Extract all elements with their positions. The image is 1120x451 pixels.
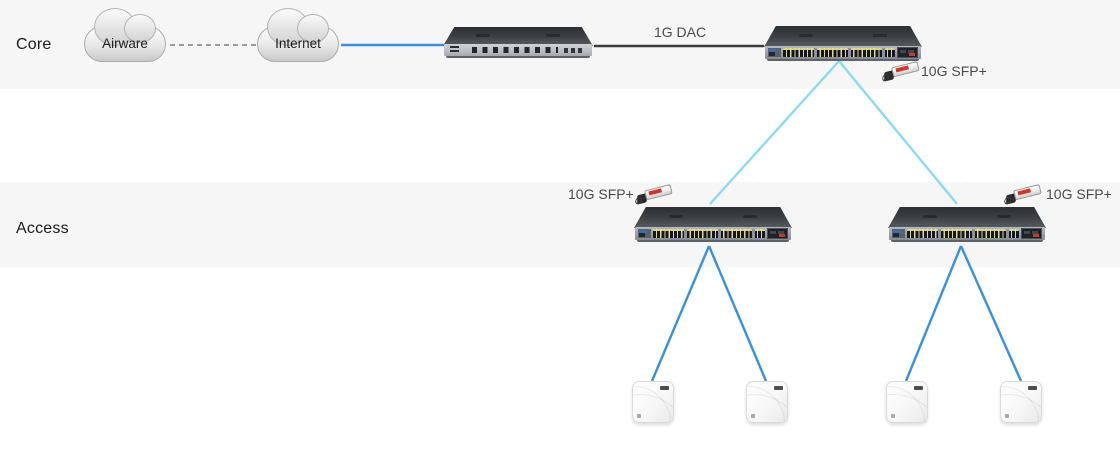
access-switch-left-chassis-top bbox=[634, 207, 792, 228]
access-switch-left-front-panel bbox=[635, 227, 791, 240]
access-switch-right-rj45-ports bbox=[907, 229, 1019, 238]
access-point-2 bbox=[746, 381, 788, 423]
link-accessswitchleft-ap1 bbox=[650, 245, 711, 382]
access-point-3 bbox=[886, 381, 928, 423]
access-right-sfp-label: 10G SFP+ bbox=[1046, 186, 1112, 202]
core-switch-front-panel bbox=[765, 46, 921, 59]
access-switch-right-chassis-top bbox=[888, 207, 1046, 228]
link-coreswitch-accessswitch-left bbox=[709, 60, 840, 205]
sfp-body bbox=[1013, 184, 1042, 201]
core-switch-device bbox=[764, 26, 922, 61]
access-switch-right-sfp-cage bbox=[1021, 228, 1042, 239]
gateway-router-device bbox=[443, 27, 593, 58]
access-switch-right-mgmt-block bbox=[892, 229, 905, 238]
core-switch-mgmt-block bbox=[768, 48, 781, 57]
router-chassis-base bbox=[446, 56, 590, 58]
core-switch-rj45-ports bbox=[783, 48, 895, 57]
access-point-4 bbox=[1000, 381, 1042, 423]
access-left-sfp-label: 10G SFP+ bbox=[568, 186, 634, 202]
core-sfp-label: 10G SFP+ bbox=[921, 63, 987, 79]
link-accessswitchright-ap3 bbox=[904, 245, 963, 382]
access-switch-left-mgmt-block bbox=[638, 229, 651, 238]
access-layer-label: Access bbox=[16, 220, 69, 237]
ap-led bbox=[1005, 414, 1009, 418]
sfp-label-tag bbox=[1017, 188, 1032, 196]
router-front-panel bbox=[444, 44, 592, 56]
sfp-body bbox=[891, 61, 920, 78]
internet-cloud-node: Internet bbox=[257, 8, 339, 62]
link-accessswitchleft-ap2 bbox=[707, 245, 768, 382]
ap-logo-mark bbox=[914, 386, 923, 390]
ap-logo-mark bbox=[660, 386, 669, 390]
access-switch-right-chassis-base bbox=[891, 240, 1043, 242]
sfp-body bbox=[644, 184, 673, 201]
airware-cloud-node: Airware bbox=[84, 8, 166, 62]
router-ethernet-ports bbox=[472, 47, 558, 53]
core-switch-sfp-cage bbox=[897, 47, 918, 58]
core-switch-chassis-base bbox=[767, 59, 919, 61]
access-switch-right-front-panel bbox=[889, 227, 1045, 240]
airware-cloud-label: Airware bbox=[102, 36, 148, 51]
sfp-label-tag bbox=[895, 65, 910, 73]
access-switch-left-chassis-base bbox=[637, 240, 789, 242]
ap-led bbox=[751, 414, 755, 418]
access-switch-left-device bbox=[634, 207, 792, 242]
dac-link-label: 1G DAC bbox=[653, 24, 707, 40]
ap-led bbox=[891, 414, 895, 418]
router-console-ports bbox=[450, 46, 459, 54]
access-point-1 bbox=[632, 381, 674, 423]
internet-cloud-label: Internet bbox=[275, 36, 321, 51]
access-switch-left-sfp-cage bbox=[767, 228, 788, 239]
sfp-label-tag bbox=[648, 188, 663, 196]
ap-logo-mark bbox=[774, 386, 783, 390]
access-switch-right-device bbox=[888, 207, 1046, 242]
ap-led bbox=[637, 414, 641, 418]
access-switch-left-rj45-ports bbox=[653, 229, 765, 238]
core-layer-label: Core bbox=[16, 36, 52, 53]
router-status-leds bbox=[564, 48, 582, 53]
ap-logo-mark bbox=[1028, 386, 1037, 390]
link-accessswitchright-ap4 bbox=[959, 245, 1023, 382]
router-chassis-top bbox=[443, 27, 593, 46]
core-switch-chassis-top bbox=[764, 26, 922, 47]
link-coreswitch-accessswitch-right bbox=[838, 60, 958, 205]
